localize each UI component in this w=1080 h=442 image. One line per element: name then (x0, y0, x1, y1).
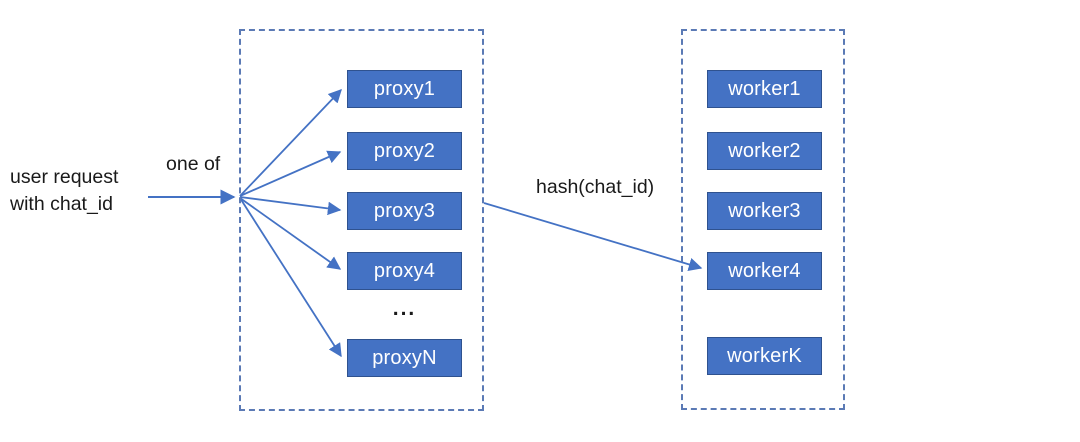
node-proxy4: proxy4 (347, 252, 462, 290)
node-proxyN: proxyN (347, 339, 462, 377)
node-proxy1: proxy1 (347, 70, 462, 108)
source-label: user request with chat_id (10, 164, 118, 218)
node-workerK: workerK (707, 337, 822, 375)
node-worker2: worker2 (707, 132, 822, 170)
proxy-ellipsis: ... (392, 297, 417, 320)
node-worker1: worker1 (707, 70, 822, 108)
node-worker4: worker4 (707, 252, 822, 290)
source-label-line1: user request (10, 166, 119, 188)
source-label-line2: with chat_id (10, 193, 113, 215)
node-proxy2: proxy2 (347, 132, 462, 170)
one-of-label: one of (166, 153, 221, 175)
hash-arrow (483, 202, 703, 271)
node-worker3: worker3 (707, 192, 822, 230)
proxy-group-container (239, 29, 484, 411)
hash-label: hash(chat_id) (536, 176, 655, 198)
node-proxy3: proxy3 (347, 192, 462, 230)
worker-group-container (681, 29, 845, 410)
